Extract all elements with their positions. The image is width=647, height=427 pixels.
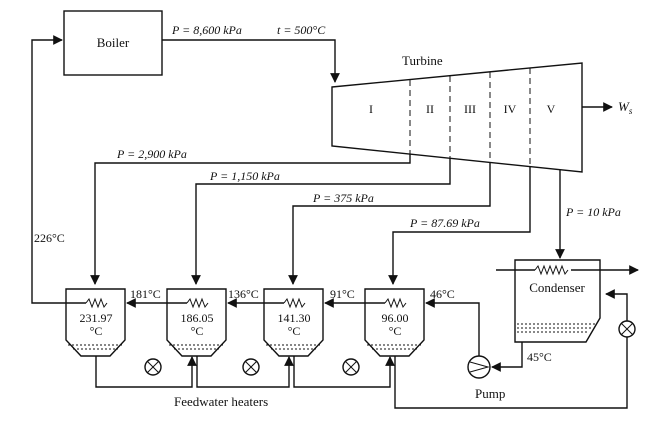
extraction-line-2: [191, 158, 451, 285]
boiler-label: Boiler: [97, 35, 130, 50]
shaft-work-label: Ws: [618, 99, 633, 116]
heater-coil-icon: [186, 297, 209, 309]
extraction-pressure-1: P = 2,900 kPa: [116, 147, 187, 161]
turbine-section-3: III: [464, 102, 476, 116]
main-steam-line: [162, 39, 340, 83]
heater-1-unit: °C: [90, 324, 103, 338]
pump-icon: [467, 355, 491, 379]
pump-label: Pump: [475, 386, 505, 401]
heater-coil-icon: [85, 297, 108, 309]
heater-4-temp: 96.00: [382, 311, 409, 325]
feedwater-heater-2: 186.05 °C: [166, 288, 227, 357]
condenser-label: Condenser: [529, 280, 585, 295]
condenser-coil-icon: [534, 264, 569, 276]
feedwater-temp-181: 181°C: [130, 287, 161, 301]
inlet-temperature-label: t = 500°C: [277, 23, 326, 37]
throttle-valve-icon: [342, 358, 360, 376]
feedwater-temp-136: 136°C: [228, 287, 259, 301]
heater-coil-icon: [283, 297, 306, 309]
extraction-line-4: [388, 166, 531, 285]
turbine-section-4: IV: [504, 102, 517, 116]
throttle-valve-icon: [242, 358, 260, 376]
drain-line-3-to-4: [293, 356, 395, 388]
heater-3-temp: 141.30: [278, 311, 311, 325]
drain-return-line: [605, 289, 628, 321]
heater-3-unit: °C: [288, 324, 301, 338]
extraction-pressure-3: P = 375 kPa: [312, 191, 374, 205]
extraction-line-1: [90, 154, 411, 285]
throttle-valve-icon: [618, 320, 636, 338]
feedwater-temp-boiler: 226°C: [34, 231, 65, 245]
heaters-caption: Feedwater heaters: [174, 394, 268, 409]
throttle-valve-icon: [144, 358, 162, 376]
feedwater-temp-46: 46°C: [430, 287, 455, 301]
heater-2-temp: 186.05: [181, 311, 214, 325]
condensate-line: [491, 342, 523, 372]
extraction-pressure-4: P = 87.69 kPa: [409, 216, 480, 230]
heater-4-unit: °C: [389, 324, 402, 338]
turbine-section-1: I: [369, 102, 373, 116]
extraction-pressure-2: P = 1,150 kPa: [209, 169, 280, 183]
heater-coil-icon: [384, 297, 407, 309]
feedwater-heater-3: 141.30 °C: [263, 288, 324, 357]
drain-line-1-to-2: [95, 356, 197, 388]
drain-line-2-to-3: [196, 356, 294, 388]
turbine-body: [331, 62, 583, 173]
feedwater-line-pump-to-heater4: [425, 298, 480, 357]
condenser-box: [514, 259, 601, 343]
condensate-temp: 45°C: [527, 350, 552, 364]
feedwater-temp-91: 91°C: [330, 287, 355, 301]
inlet-pressure-label: P = 8,600 kPa: [171, 23, 242, 37]
boiler-box: [63, 10, 163, 76]
heater-2-unit: °C: [191, 324, 204, 338]
heater-1-temp: 231.97: [80, 311, 113, 325]
extraction-line-3: [288, 162, 491, 285]
turbine-section-5: V: [547, 102, 556, 116]
feedwater-heater-4: 96.00 °C: [364, 288, 425, 357]
turbine-section-2: II: [426, 102, 434, 116]
exhaust-pressure: P = 10 kPa: [565, 205, 621, 219]
turbine-label: Turbine: [402, 53, 443, 68]
drain-line-4-to-condenser: [394, 330, 628, 409]
feedwater-heater-1: 231.97 °C: [65, 288, 126, 357]
feedwater-line-to-boiler: [31, 35, 86, 304]
